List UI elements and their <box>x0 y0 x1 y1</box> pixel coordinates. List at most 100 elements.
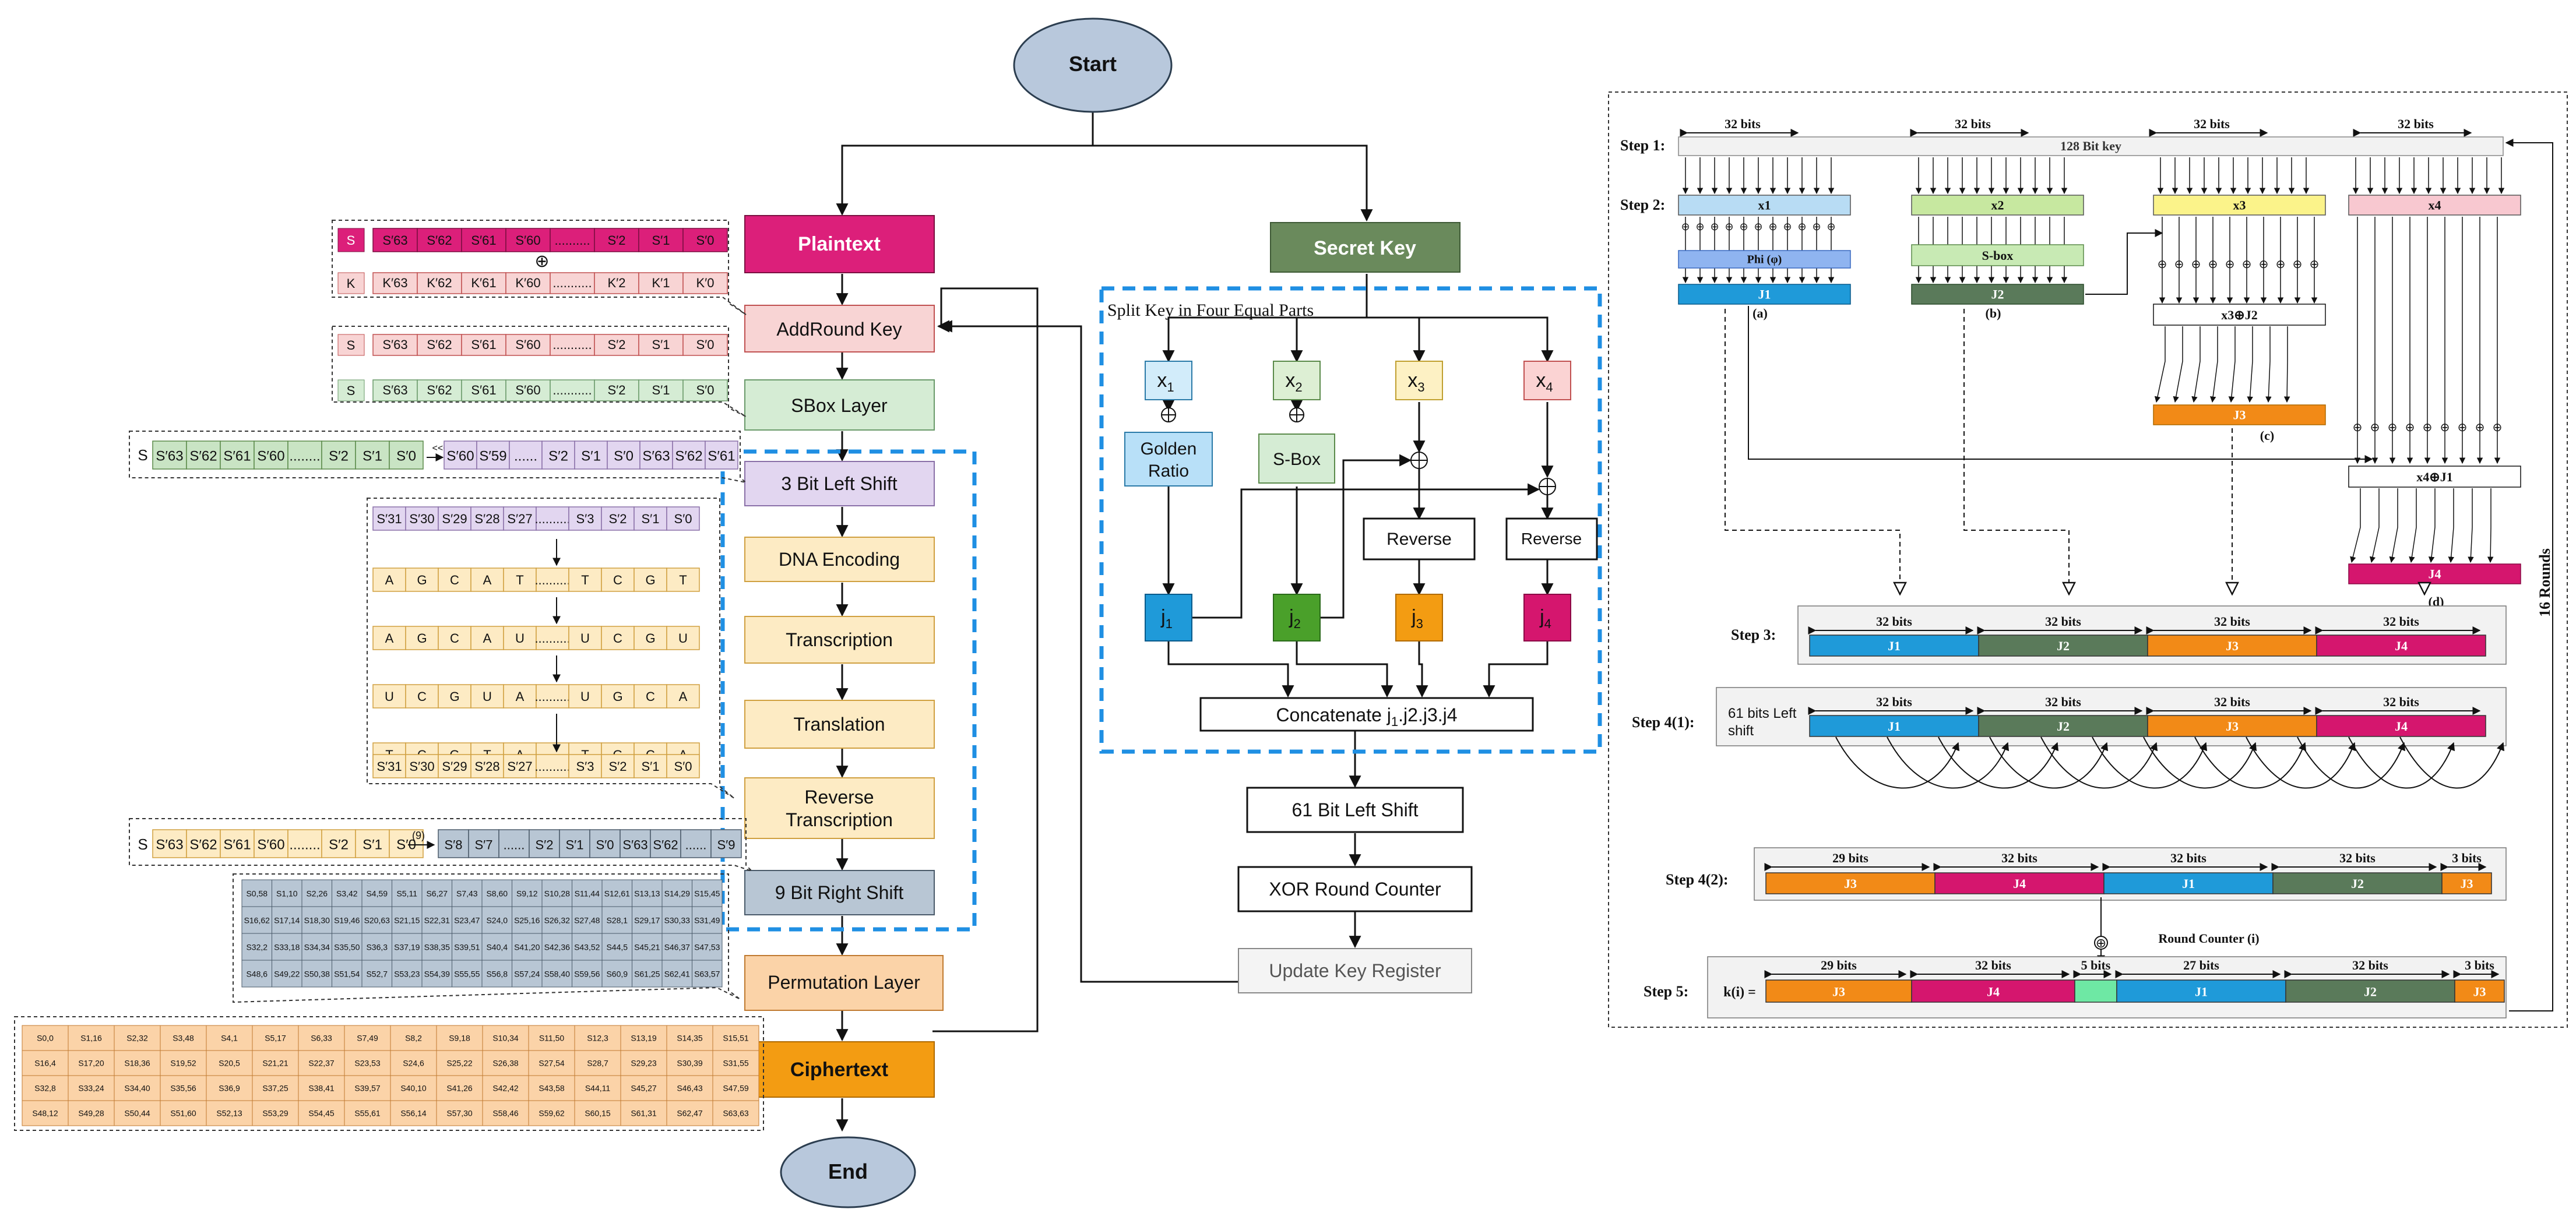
perm-grid-text: S54,45 <box>308 1109 335 1118</box>
transcription-box <box>744 616 935 664</box>
perm-grid-text: S60,15 <box>585 1109 611 1118</box>
dna-row-3-text: A <box>679 689 688 704</box>
schedule-frame <box>1608 91 2568 1028</box>
bit-width-label: 32 bits <box>2352 958 2388 972</box>
perm-grid-cell <box>666 1050 713 1076</box>
dna-row-1-cell <box>438 568 471 592</box>
step5-bar-4 <box>2116 979 2286 1003</box>
xor-small: ⊕ <box>2493 421 2503 434</box>
step42-bar-4 <box>2272 872 2443 894</box>
dna-footer-cell <box>536 754 569 778</box>
shift3-out-cell <box>476 440 510 470</box>
shift9-in-cell <box>287 829 322 858</box>
bit-width-label: 32 bits <box>2045 695 2081 709</box>
shift9-grid-text: S5,11 <box>396 889 417 898</box>
j1-to-x4 <box>1748 306 2373 463</box>
plaintext-row-text: S′0 <box>696 233 714 248</box>
perm-grid-text: S12,3 <box>587 1034 608 1043</box>
xor-small: ⊕ <box>2388 421 2398 434</box>
dna-row-1-cell <box>470 568 504 592</box>
rotate-curve <box>2092 736 2208 789</box>
shift3-out-text: S′1 <box>581 449 601 464</box>
rotate-curve <box>1835 736 1960 789</box>
shift9-grid-text: S60,9 <box>606 970 628 979</box>
shift9-grid-text: S38,35 <box>424 943 451 952</box>
shift9-grid-text: S9,12 <box>516 889 538 898</box>
key-row-cell <box>550 272 595 294</box>
x1-label: x1 <box>1157 369 1174 394</box>
step5-label: Step 5: <box>1644 983 1688 1000</box>
dna-row-1-text: A <box>483 573 492 587</box>
shift9-grid-text: S0,58 <box>246 889 268 898</box>
s-tag-label: S <box>347 233 356 248</box>
key-row-text: ........... <box>552 276 592 290</box>
rotate-curve <box>2297 736 2406 789</box>
transcription-label: Transcription <box>786 629 893 650</box>
end-node <box>780 1136 916 1208</box>
dna-row-2-cell <box>666 626 700 650</box>
xor-small: ⊕ <box>1797 221 1806 232</box>
shift9-arrow: (9) <box>412 830 425 841</box>
step2-x2-label: x2 <box>1991 198 2004 212</box>
perm-grid-cell <box>68 1025 115 1051</box>
bit-width-label: 29 bits <box>1821 958 1857 972</box>
xor-small: ⊕ <box>1695 221 1704 232</box>
rounds-label: 16 Rounds <box>2536 548 2553 617</box>
shift9-out-text: ...... <box>504 838 525 852</box>
shift9-grid-cell <box>421 906 452 934</box>
perm-grid-cell <box>528 1075 575 1101</box>
reverse-label-1: Reverse <box>804 787 874 808</box>
dna-footer-cell <box>438 754 471 778</box>
shift9-grid-cell <box>481 960 512 988</box>
shift9-out-text: S′8 <box>444 838 462 852</box>
addkey-out-row-text: S′2 <box>607 337 625 352</box>
schedule-step-labels: Step 1: Step 2: Step 3: Step 4(1): Step … <box>1620 137 1776 1000</box>
shift9-out-text: ...... <box>685 838 707 852</box>
shift9-out-cell <box>498 829 530 858</box>
perm-grid-text: S27,54 <box>539 1059 565 1068</box>
shift3-out-cell <box>705 440 738 470</box>
perm-grid-text: S7,49 <box>357 1034 378 1043</box>
perm-grid-text: S13,19 <box>631 1034 657 1043</box>
addkey-out-row-text: S′61 <box>471 337 496 352</box>
secret-key-box <box>1270 222 1461 273</box>
j3-bar-label: J3 <box>2233 407 2246 422</box>
dna-row-3-text: U <box>385 689 394 704</box>
step42-bar-3 <box>2103 872 2274 894</box>
addkey-out-row-text: S′62 <box>427 337 452 352</box>
shift9-in-text: S′2 <box>329 837 349 853</box>
perm-grid-cell <box>436 1075 483 1101</box>
perm-grid-text: S18,36 <box>124 1059 150 1068</box>
dna-row-3-text: G <box>613 689 622 704</box>
shift9-grid-cell <box>332 960 363 988</box>
perm-grid-cell <box>114 1075 161 1101</box>
shift9-grid-text: S30,33 <box>664 916 691 925</box>
dna-header-cell <box>634 506 667 531</box>
dna-row-2-cell <box>536 626 569 650</box>
j4-bar-label: J4 <box>2429 566 2441 581</box>
perm-grid-text: S24,6 <box>403 1059 424 1068</box>
shift9-grid-cell <box>421 960 452 988</box>
perm-grid-text: S34,40 <box>124 1084 150 1093</box>
perm-grid-cell <box>252 1075 299 1101</box>
shift9-grid-cell <box>452 933 483 961</box>
shift9-grid-text: S25,16 <box>514 916 540 925</box>
shift9-label: 9 Bit Right Shift <box>775 882 904 903</box>
dna-footer-text: S′31 <box>376 759 402 774</box>
shift9-grid-text: S8,60 <box>486 889 508 898</box>
bit-width-label: 32 bits <box>2398 117 2434 131</box>
bit-width-label: 32 bits <box>2214 614 2250 629</box>
xor-small: ⊕ <box>2242 258 2252 271</box>
step3-j4-label: J4 <box>2395 639 2408 653</box>
dna-row-2-text: U <box>515 631 525 646</box>
dna-footer-text: S′29 <box>442 759 467 774</box>
plaintext-row-text: .......... <box>554 233 590 248</box>
shift9-out-cell <box>529 829 560 858</box>
shift3-in-text: S′1 <box>363 449 382 464</box>
shift9-grid-text: S62,41 <box>664 970 691 979</box>
perm-grid-cell <box>22 1025 69 1051</box>
shift9-grid-cell <box>692 933 723 961</box>
perm-grid-cell <box>666 1100 713 1126</box>
shift9-in-text: S′1 <box>363 837 382 853</box>
